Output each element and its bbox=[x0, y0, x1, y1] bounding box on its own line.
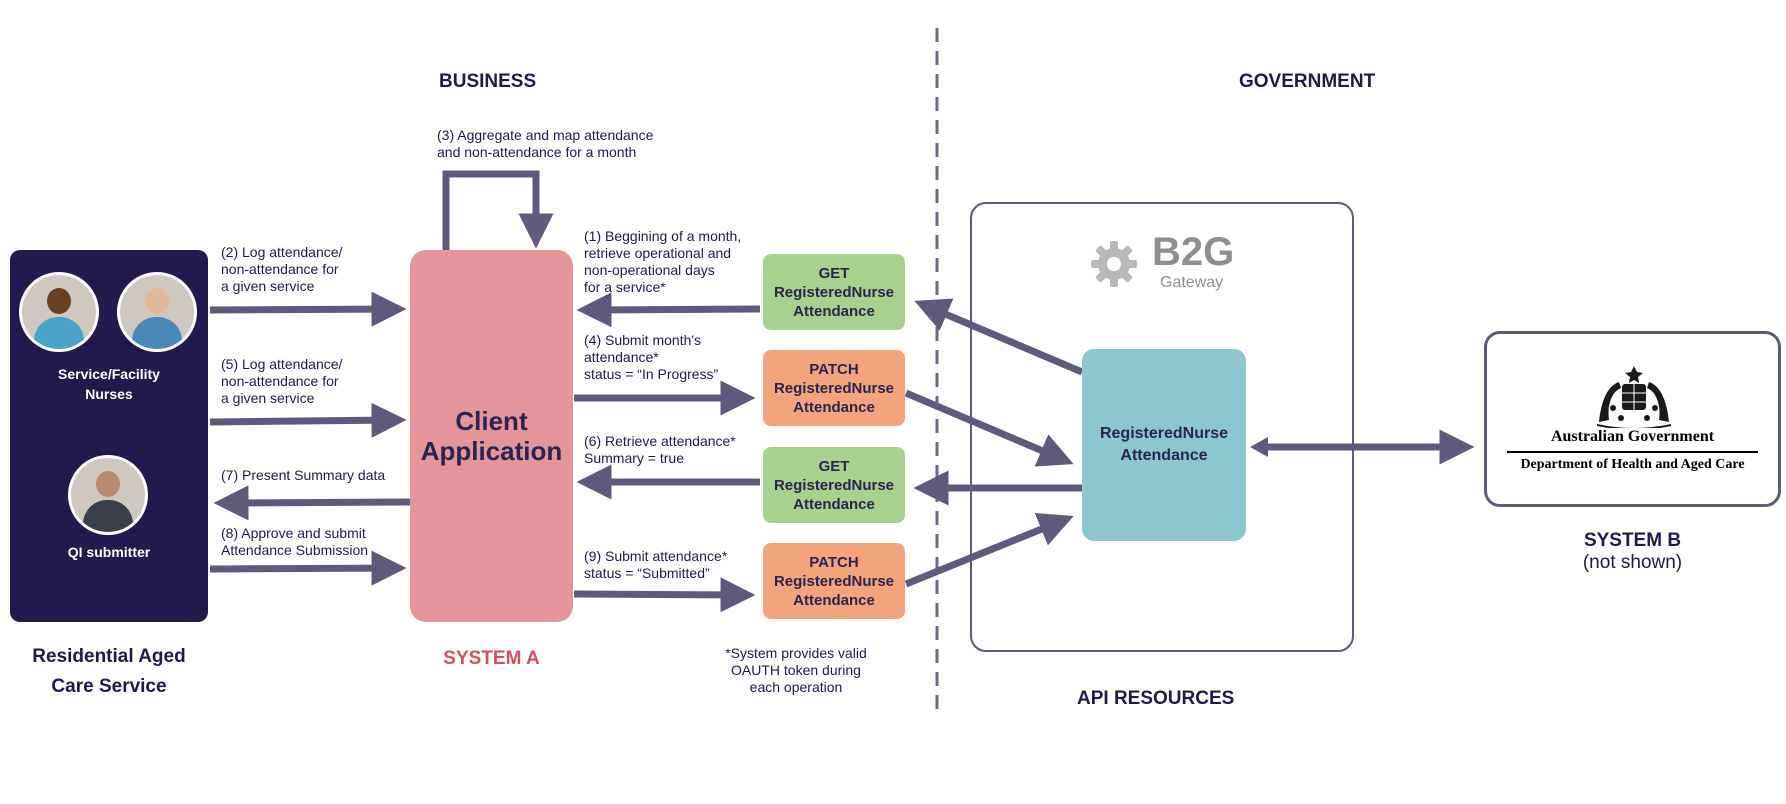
op-method: PATCH bbox=[809, 360, 859, 378]
oauth-footnote: *System provides valid OAUTH token durin… bbox=[725, 645, 867, 695]
arrow-step-3-loop bbox=[442, 170, 554, 250]
residential-care-panel: Service/Facility Nurses QI submitter bbox=[10, 250, 208, 622]
api-resources-box bbox=[970, 202, 1354, 652]
op-resource: RegisteredNurse bbox=[773, 379, 895, 397]
op-resource: RegisteredNurse bbox=[773, 283, 895, 301]
registered-nurse-attendance-resource: RegisteredNurse Attendance bbox=[1082, 349, 1246, 541]
nurse-avatar-1 bbox=[19, 272, 99, 352]
arrow-step-7 bbox=[213, 485, 411, 521]
arrow-head-left-icon bbox=[1250, 437, 1268, 457]
arrow-step-2 bbox=[209, 291, 407, 327]
step-5-label: (5) Log attendance/ non-attendance for a… bbox=[221, 356, 343, 406]
arrow-step-1 bbox=[576, 292, 761, 328]
step-4-label: (4) Submit month's attendance* status = … bbox=[584, 332, 719, 382]
system-a-label: SYSTEM A bbox=[443, 648, 540, 669]
step-6-label: (6) Retrieve attendance* Summary = true bbox=[584, 433, 736, 466]
patch-attendance-op-1: PATCH RegisteredNurse Attendance bbox=[763, 350, 905, 426]
gateway-gear-icon bbox=[1088, 238, 1140, 295]
arrow-step-9 bbox=[573, 577, 756, 613]
system-b-box: Australian Government Department of Heal… bbox=[1484, 331, 1781, 507]
nurse-avatar-2 bbox=[117, 272, 197, 352]
system-b-label: SYSTEM B bbox=[1583, 530, 1682, 551]
op-resource: RegisteredNurse bbox=[773, 476, 895, 494]
get-attendance-op-1: GET RegisteredNurse Attendance bbox=[763, 254, 905, 330]
arrow-api-to-get-1 bbox=[914, 298, 1084, 376]
api-resources-label: API RESOURCES bbox=[1077, 688, 1235, 709]
op-suffix: Attendance bbox=[793, 495, 875, 513]
op-suffix: Attendance bbox=[793, 398, 875, 416]
government-header: GOVERNMENT bbox=[1239, 71, 1376, 92]
coat-of-arms-icon bbox=[1597, 366, 1671, 428]
system-b-note: (not shown) bbox=[1582, 552, 1683, 573]
op-resource: RegisteredNurse bbox=[773, 572, 895, 590]
step-8-label: (8) Approve and submit Attendance Submis… bbox=[221, 525, 369, 558]
gateway-subtitle: Gateway bbox=[1160, 274, 1224, 291]
gov-logo-line-2: Department of Health and Aged Care bbox=[1520, 457, 1745, 472]
op-suffix: Attendance bbox=[793, 302, 875, 320]
op-suffix: Attendance bbox=[793, 591, 875, 609]
qi-submitter-avatar bbox=[68, 455, 148, 535]
arrow-patch-1-to-api bbox=[904, 389, 1074, 467]
step-1-label: (1) Beggining of a month, retrieve opera… bbox=[584, 228, 742, 295]
op-method: PATCH bbox=[809, 553, 859, 571]
qi-submitter-label: QI submitter bbox=[67, 544, 151, 560]
nurses-label: Service/Facility Nurses bbox=[58, 366, 160, 402]
arrow-step-8 bbox=[209, 550, 407, 586]
step-3-label: (3) Aggregate and map attendance and non… bbox=[437, 127, 654, 160]
patch-attendance-op-2: PATCH RegisteredNurse Attendance bbox=[763, 543, 905, 619]
step-9-label: (9) Submit attendance* status = “Submitt… bbox=[584, 548, 728, 581]
step-2-label: (2) Log attendance/ non-attendance for a… bbox=[221, 244, 343, 294]
op-method: GET bbox=[818, 264, 850, 282]
arrow-step-5 bbox=[209, 402, 407, 438]
rac-service-title: Residential Aged Care Service bbox=[32, 646, 186, 697]
business-header: BUSINESS bbox=[439, 71, 537, 92]
gateway-title: B2G bbox=[1152, 230, 1235, 274]
step-7-label: (7) Present Summary data bbox=[221, 467, 386, 483]
get-attendance-op-2: GET RegisteredNurse Attendance bbox=[763, 447, 905, 523]
gov-logo-line-1: Australian Government bbox=[1550, 428, 1715, 445]
client-application: Client Application bbox=[410, 250, 573, 622]
op-method: GET bbox=[818, 457, 850, 475]
arrow-patch-2-to-api bbox=[904, 512, 1074, 588]
gov-logo-divider bbox=[1507, 451, 1758, 453]
